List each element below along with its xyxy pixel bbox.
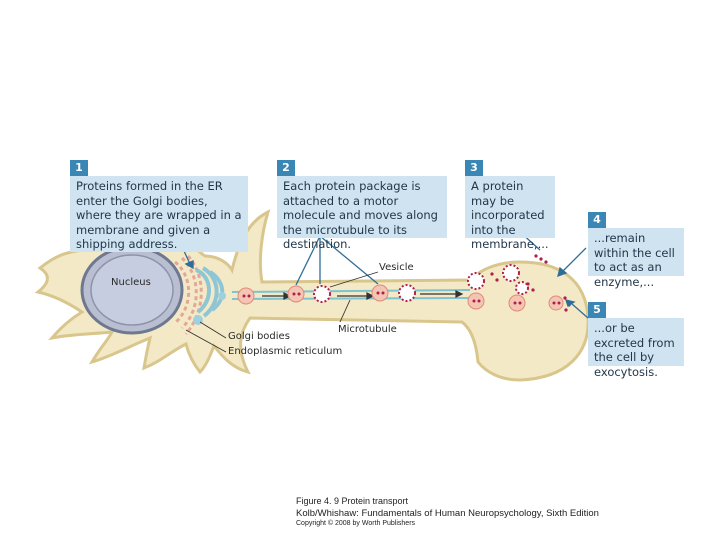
- golgi-vesicle-small: [218, 292, 226, 300]
- copyright-caption: Copyright © 2008 by Worth Publishers: [296, 520, 416, 527]
- callout-4-text: ...remain within the cell to act as an e…: [588, 228, 684, 289]
- label-leader-lines: [185, 271, 379, 353]
- transport-vesicles: [237, 264, 564, 312]
- golgi-bodies: [195, 266, 225, 318]
- golgi-vesicle: [193, 315, 203, 325]
- axon-rim: [249, 317, 479, 363]
- vesicle-label: Vesicle: [379, 262, 414, 273]
- microtubule-label: Microtubule: [338, 324, 397, 335]
- callout-4-number: 4: [588, 212, 606, 228]
- nucleus-label: Nucleus: [111, 277, 151, 288]
- golgi-label: Golgi bodies: [228, 331, 290, 342]
- microtubules: [231, 289, 471, 300]
- er-label: Endoplasmic reticulum: [228, 346, 343, 357]
- figure-caption: Figure 4. 9 Protein transport: [296, 496, 409, 506]
- callout-5-number: 5: [588, 302, 606, 318]
- protein-dots: [242, 254, 571, 312]
- callout-1-text: Proteins formed in the ER enter the Golg…: [70, 176, 248, 252]
- callout-2-text: Each protein package is attached to a mo…: [277, 176, 447, 251]
- callout-3-text: A protein may be incorporated into the m…: [465, 176, 555, 251]
- pointer-lines: [177, 231, 589, 319]
- callout-2-number: 2: [277, 160, 295, 176]
- nucleus-inner: [90, 254, 174, 326]
- motion-arrows: [262, 290, 464, 300]
- callout-5-text: ...or be excreted from the cell by exocy…: [588, 318, 684, 379]
- callout-1-number: 1: [70, 160, 88, 176]
- book-caption: Kolb/Whishaw: Fundamentals of Human Neur…: [296, 508, 599, 519]
- callout-3-number: 3: [465, 160, 483, 176]
